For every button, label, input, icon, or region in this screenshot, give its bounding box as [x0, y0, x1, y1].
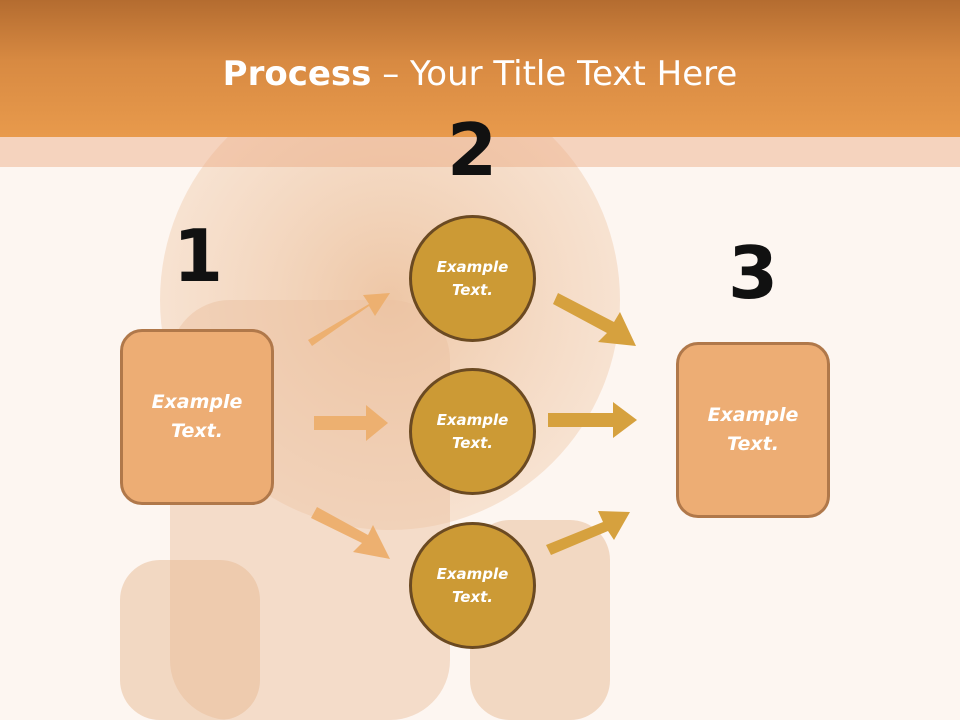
step2-circle-1[interactable]: Example Text. — [409, 215, 536, 342]
arrow-step1-to-circle3 — [311, 507, 390, 559]
title-bold: Process — [222, 54, 372, 94]
header-bar — [0, 0, 960, 137]
circle-2-text: Example Text. — [436, 410, 509, 452]
arrow-circle3-to-step3 — [546, 511, 630, 555]
arrow-step1-to-circle2 — [314, 405, 388, 441]
slide-title: Process – Your Title Text Here — [0, 52, 960, 96]
header-band — [0, 137, 960, 167]
arrow-circle1-to-step3 — [553, 293, 636, 346]
arrow-circle2-to-step3 — [548, 402, 637, 438]
left-arrows — [308, 293, 390, 559]
step2-circle-3[interactable]: Example Text. — [409, 522, 536, 649]
title-separator: – — [371, 54, 411, 94]
right-arrows — [546, 293, 637, 555]
step3-box-text: Example Text. — [707, 404, 799, 455]
step-number-1: 1 — [172, 214, 224, 298]
step3-box[interactable]: Example Text. — [676, 342, 830, 518]
step-number-3: 3 — [727, 231, 779, 315]
step1-box-text: Example Text. — [151, 391, 243, 442]
circle-3-text: Example Text. — [436, 564, 509, 606]
title-rest: Your Title Text Here — [410, 54, 738, 94]
step1-box[interactable]: Example Text. — [120, 329, 274, 505]
arrow-step1-to-circle1 — [308, 293, 390, 346]
step-number-2: 2 — [446, 108, 498, 192]
circle-1-text: Example Text. — [436, 257, 509, 299]
step2-circle-2[interactable]: Example Text. — [409, 368, 536, 495]
